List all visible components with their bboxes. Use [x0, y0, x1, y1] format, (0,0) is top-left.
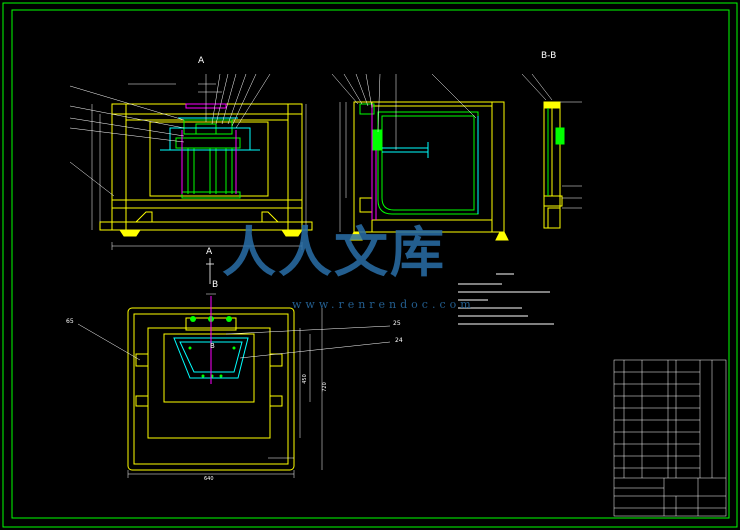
section-label-a-mid: A: [206, 247, 213, 257]
watermark-url: www.renrendoc.com: [292, 298, 475, 311]
section-a-arrow: [206, 258, 214, 284]
section-label-b-small: B: [210, 342, 215, 350]
side-view-annotations: [331, 73, 477, 232]
bb-detail-annotations: [521, 73, 582, 209]
plan-view-annotations: [77, 293, 391, 478]
dim-bottom-width: 640: [204, 476, 214, 482]
callout-24: 24: [395, 337, 403, 344]
section-label-bb: B-B: [541, 51, 557, 61]
section-label-b-mid: B: [212, 280, 219, 290]
front-view-annotations: [69, 73, 307, 250]
side-view-glass: [359, 103, 479, 215]
plan-view-hopper: [173, 337, 249, 379]
technical-notes: [458, 270, 558, 334]
dim-right-height: 720: [321, 382, 328, 392]
watermark-logo-text: 人人文库: [222, 220, 446, 284]
section-label-a-top: A: [198, 56, 205, 66]
callout-25: 25: [393, 320, 401, 327]
inner-frame: [11, 9, 730, 519]
side-view-fixture: [382, 116, 479, 214]
side-view: [349, 101, 509, 241]
front-view-mechanism: [175, 119, 241, 199]
front-view: [99, 103, 313, 237]
dim-front-height: 450: [301, 374, 308, 384]
bb-detail: [543, 101, 563, 229]
callout-65: 65: [66, 318, 74, 325]
technical-notes-lines: [458, 273, 554, 325]
title-block: [613, 359, 727, 517]
side-view-magenta: [371, 104, 377, 220]
front-view-cyan-parts: [160, 117, 260, 151]
bb-detail-green: [547, 108, 565, 196]
